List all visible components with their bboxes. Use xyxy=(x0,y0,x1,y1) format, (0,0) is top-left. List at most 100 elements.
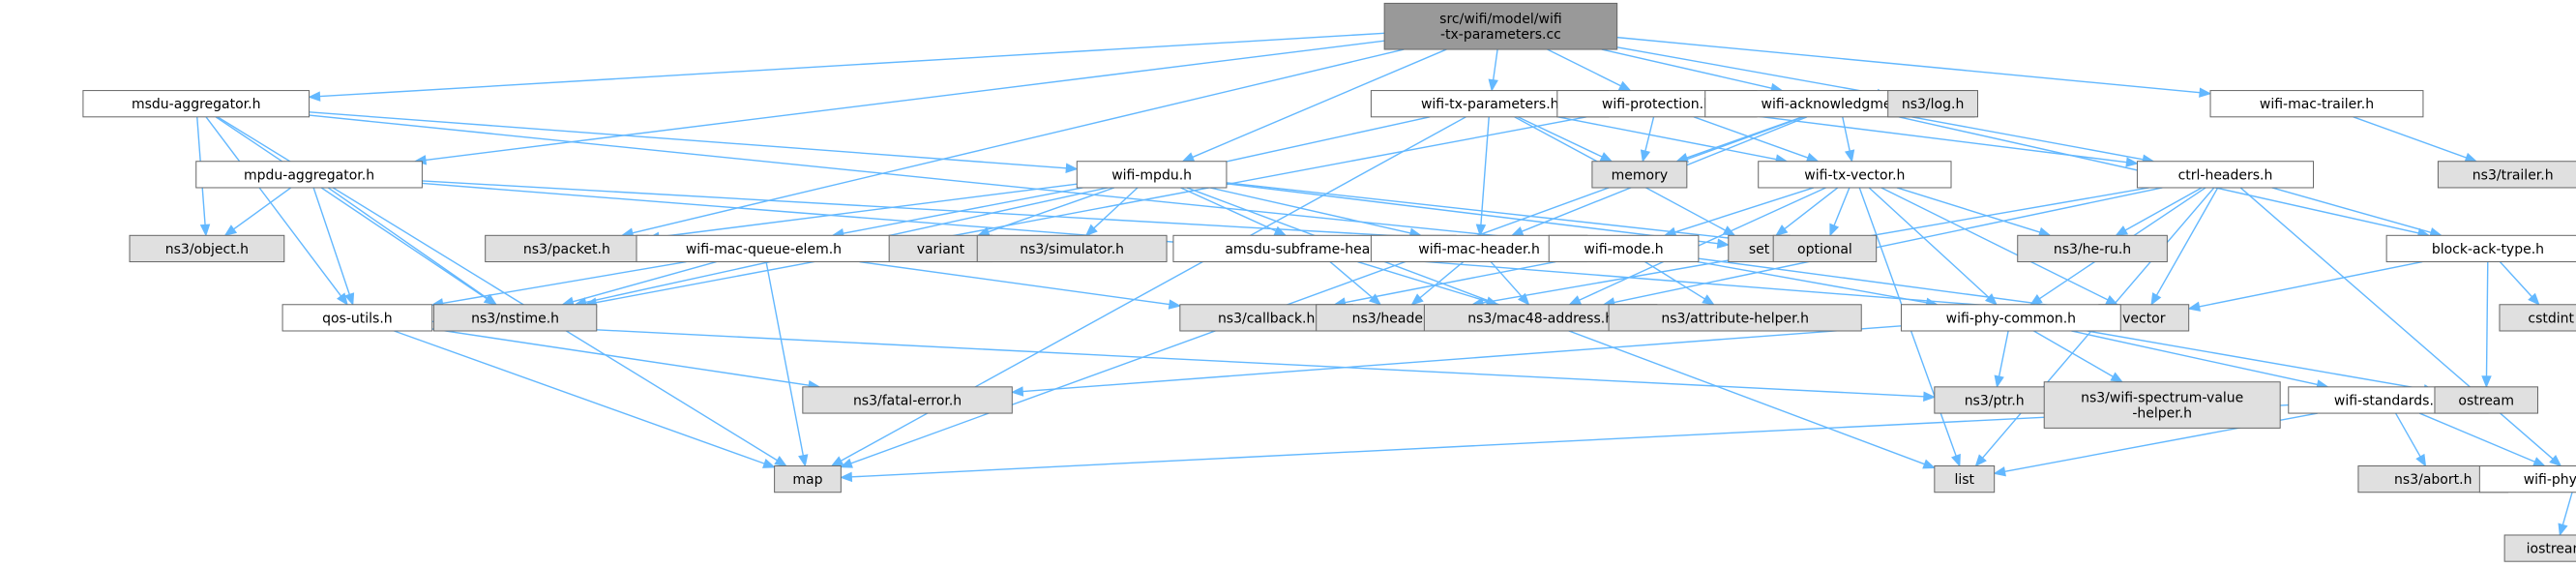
node-box xyxy=(195,161,423,189)
arrowhead-icon xyxy=(484,293,498,306)
node-box xyxy=(432,304,598,332)
arrowhead-icon xyxy=(1716,238,1731,249)
edge-line xyxy=(1697,260,1927,304)
arrowhead-icon xyxy=(1951,453,1961,467)
node-wifi-mpdu-h[interactable]: wifi-mpdu.h xyxy=(1076,161,1228,189)
edge-line xyxy=(1357,260,1488,303)
edge-wifi-phy-common-h-to-wifi-standards-h xyxy=(2071,330,2329,390)
arrowhead-icon xyxy=(1702,294,1715,306)
node-label: msdu-aggregator.h xyxy=(132,97,260,112)
edge-line xyxy=(859,260,1170,306)
node-label: wifi-mac-trailer.h xyxy=(2260,97,2374,112)
node-ns3-ptr-h: ns3/ptr.h xyxy=(1934,386,2056,414)
arrowhead-icon xyxy=(1805,152,1820,163)
node-qos-utils-h[interactable]: qos-utils.h xyxy=(281,304,433,332)
arrowhead-icon xyxy=(1829,223,1840,237)
node-box xyxy=(1900,304,2121,332)
node-wifi-phy-common-h[interactable]: wifi-phy-common.h xyxy=(1900,304,2121,332)
edge-root-to-wifi-tx-parameters-h xyxy=(1488,48,1498,92)
edge-amsdu-subframe-header-h-to-ns3-header-h xyxy=(1329,260,1382,306)
edge-root-to-wifi-mpdu-h xyxy=(1181,48,1447,163)
nodes-layer: src/wifi/model/wifi-tx-parameters.cc msdu… xyxy=(82,2,2576,562)
arrowhead-icon xyxy=(2187,301,2201,312)
node-wifi-mac-queue-elem-h[interactable]: wifi-mac-queue-elem.h xyxy=(636,234,892,263)
node-ns3-log-h: ns3/log.h xyxy=(1887,90,1978,118)
arrowhead-icon xyxy=(1410,293,1424,306)
node-optional: optional xyxy=(1772,234,1878,263)
arrowhead-icon xyxy=(2528,292,2540,306)
edge-line xyxy=(1547,48,1621,87)
edge-line xyxy=(1698,257,2089,312)
node-label: variant xyxy=(917,242,965,257)
arrowhead-icon xyxy=(798,454,809,467)
node-variant: variant xyxy=(888,234,993,263)
node-ns3-attribute-helper-h: ns3/attribute-helper.h xyxy=(1608,304,1862,332)
node-label: wifi-protection.h xyxy=(1602,97,1712,112)
edge-wifi-mac-header-h-to-ns3-mac48-address-h xyxy=(1490,261,1530,306)
node-box xyxy=(129,234,285,263)
edge-wifi-tx-parameters-h-to-wifi-tx-vector-h xyxy=(1557,116,1789,164)
edge-line xyxy=(442,260,687,305)
node-wifi-mac-trailer-h[interactable]: wifi-mac-trailer.h xyxy=(2209,90,2424,118)
edge-line xyxy=(843,187,1083,234)
edge-ctrl-headers-h-to-vector xyxy=(2150,187,2219,306)
node-label: qos-utils.h xyxy=(322,311,393,326)
edge-block-ack-type-h-to-ostream xyxy=(2481,261,2492,389)
edge-line xyxy=(1517,116,1603,158)
node-box xyxy=(2136,161,2315,189)
edge-line xyxy=(2418,412,2535,463)
node-box xyxy=(1772,234,1878,263)
edge-line xyxy=(1192,48,1447,159)
node-wifi-phy-band-h[interactable]: wifi-phy-band.h xyxy=(2478,465,2576,493)
edge-line xyxy=(1226,182,1763,243)
node-label: wifi-mac-header.h xyxy=(1418,242,1540,257)
edge-line xyxy=(595,116,1587,304)
node-wifi-mode-h[interactable]: wifi-mode.h xyxy=(1548,234,1700,263)
node-msdu-aggregator-h[interactable]: msdu-aggregator.h xyxy=(82,90,311,118)
edge-line xyxy=(2199,260,2423,308)
node-label: ns3/packet.h xyxy=(523,242,610,257)
node-wifi-tx-vector-h[interactable]: wifi-tx-vector.h xyxy=(1758,161,1952,189)
edge-wifi-tx-vector-h-to-wifi-mode-h xyxy=(1663,187,1815,237)
arrowhead-icon xyxy=(1844,149,1855,164)
edge-line xyxy=(1226,183,1718,245)
node-box xyxy=(1076,161,1228,189)
edge-wifi-mpdu-h-to-wifi-mac-queue-elem-h xyxy=(831,187,1083,239)
edge-line xyxy=(2239,187,2554,460)
node-label: memory xyxy=(1612,167,1669,183)
edge-line xyxy=(422,180,1539,245)
arrowhead-icon xyxy=(1510,226,1525,236)
node-mpdu-aggregator-h[interactable]: mpdu-aggregator.h xyxy=(195,161,423,189)
node-ostream: ostream xyxy=(2434,386,2538,414)
edge-line xyxy=(1601,48,1772,89)
arrowhead-icon xyxy=(1273,225,1288,236)
edge-root-to-msdu-aggregator-h xyxy=(308,32,1385,102)
node-box xyxy=(1608,304,1862,332)
node-list: list xyxy=(1934,465,1996,493)
node-label: vector xyxy=(2122,311,2166,326)
node-ns3-he-ru-h: ns3/he-ru.h xyxy=(2017,234,2168,263)
node-box xyxy=(976,234,1168,263)
node-label: wifi-mode.h xyxy=(1584,242,1663,257)
node-box xyxy=(2434,386,2538,414)
edge-line xyxy=(1910,116,2144,161)
edge-wifi-mac-queue-elem-h-to-ns3-callback-h xyxy=(859,260,1182,310)
node-ctrl-headers-h[interactable]: ctrl-headers.h xyxy=(2136,161,2315,189)
arrowhead-icon xyxy=(2532,457,2546,467)
node-label: optional xyxy=(1797,242,1852,257)
edge-line xyxy=(1998,330,2009,377)
node-block-ack-type-h[interactable]: block-ack-type.h xyxy=(2385,234,2576,263)
edge-line xyxy=(1880,187,2109,301)
edge-line xyxy=(2087,330,2425,391)
edge-line xyxy=(572,260,717,303)
node-ns3-nstime-h: ns3/nstime.h xyxy=(432,304,598,332)
node-label: list xyxy=(1954,472,1974,488)
node-root[interactable]: src/wifi/model/wifi-tx-parameters.cc xyxy=(1383,2,1618,50)
node-label: ns3/attribute-helper.h xyxy=(1661,311,1809,326)
edge-wifi-standards-h-to-ns3-abort-h xyxy=(2394,412,2427,467)
edge-line xyxy=(1329,260,1374,299)
node-label: block-ack-type.h xyxy=(2432,242,2544,257)
edge-wifi-phy-common-h-to-ns3-ptr-h xyxy=(1994,330,2009,389)
arrowhead-icon xyxy=(1488,78,1498,92)
node-label: ns3/callback.h xyxy=(1218,311,1315,326)
